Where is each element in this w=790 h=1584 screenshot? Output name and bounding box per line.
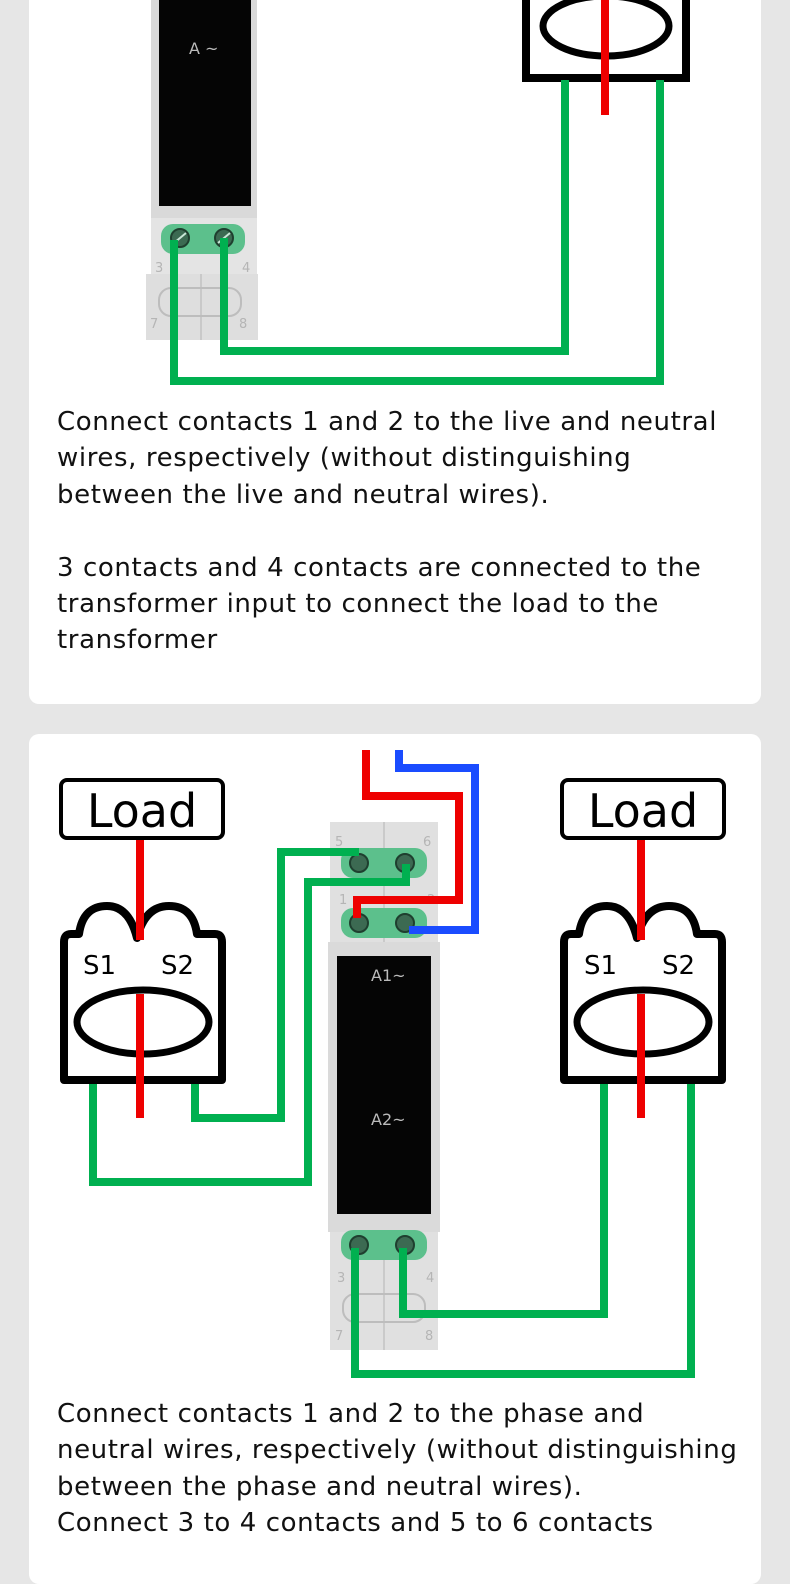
live-supply-wire (353, 750, 463, 918)
ct-right-s1-wire (399, 1084, 608, 1318)
single-channel-wiring-diagram: A ~ 3 4 7 8 (146, 0, 690, 385)
current-transformer (522, 0, 690, 115)
load-right: Load (560, 778, 726, 840)
terminal-3-label: 3 (337, 1271, 345, 1286)
terminal-7-label: 7 (335, 1329, 343, 1344)
ct-left-s1-wire (89, 864, 410, 1186)
wiring-card-dual: Load Load S1 S2 S1 S2 (29, 734, 761, 1584)
energy-meter-dual: 5 6 1 2 A1~ A2~ 3 4 7 8 (328, 822, 440, 1350)
instruction-paragraph-1: Connect contacts 1 and 2 to the live and… (57, 407, 718, 510)
terminal-3-label: 3 (155, 261, 163, 276)
load-left-label: Load (87, 784, 197, 838)
ct-right-s2-label: S2 (662, 951, 695, 981)
neutral-supply-wire (395, 750, 479, 934)
instruction-paragraph-1: Connect contacts 1 and 2 to the phase an… (57, 1399, 738, 1502)
instruction-text: Connect contacts 1 and 2 to the live and… (57, 404, 747, 659)
wiring-card-single: A ~ 3 4 7 8 Connect contacts 1 and 2 to … (29, 0, 761, 704)
transformer-wire-s2 (170, 80, 664, 385)
transformer-wire-s1 (220, 80, 569, 355)
instruction-text: Connect contacts 1 and 2 to the phase an… (57, 1396, 747, 1542)
ct-right-s1-label: S1 (584, 951, 617, 981)
meter-label-a1: A1~ (371, 966, 406, 985)
meter-display (337, 956, 431, 1214)
current-transformer-right: S1 S2 (560, 840, 726, 1118)
terminal-8-label: 8 (425, 1329, 433, 1344)
terminal-7-label: 7 (150, 317, 158, 332)
terminal-1-label: 1 (339, 893, 347, 908)
dual-channel-wiring-diagram: Load Load S1 S2 S1 S2 (59, 750, 726, 1378)
screw-icon (349, 853, 369, 873)
current-transformer-left: S1 S2 (60, 840, 226, 1118)
terminal-6-label: 6 (423, 835, 431, 850)
meter-label-a2: A2~ (371, 1110, 406, 1129)
meter-display (159, 0, 251, 206)
load-left: Load (59, 778, 225, 840)
terminal-4-label: 4 (242, 261, 250, 276)
ct-left-s1-label: S1 (83, 951, 116, 981)
meter-label: A ~ (189, 39, 218, 58)
energy-meter-single: A ~ 3 4 7 8 (146, 0, 258, 340)
load-right-label: Load (588, 784, 698, 838)
ct-left-s2-wire (191, 848, 359, 1122)
terminal-5-label: 5 (335, 835, 343, 850)
ct-left-s2-label: S2 (161, 951, 194, 981)
terminal-8-label: 8 (239, 317, 247, 332)
instruction-paragraph-2: 3 contacts and 4 contacts are connected … (57, 552, 702, 656)
terminal-4-label: 4 (426, 1271, 434, 1286)
instruction-paragraph-2: Connect 3 to 4 contacts and 5 to 6 conta… (57, 1508, 654, 1539)
ct-right-s2-wire (351, 1084, 695, 1378)
